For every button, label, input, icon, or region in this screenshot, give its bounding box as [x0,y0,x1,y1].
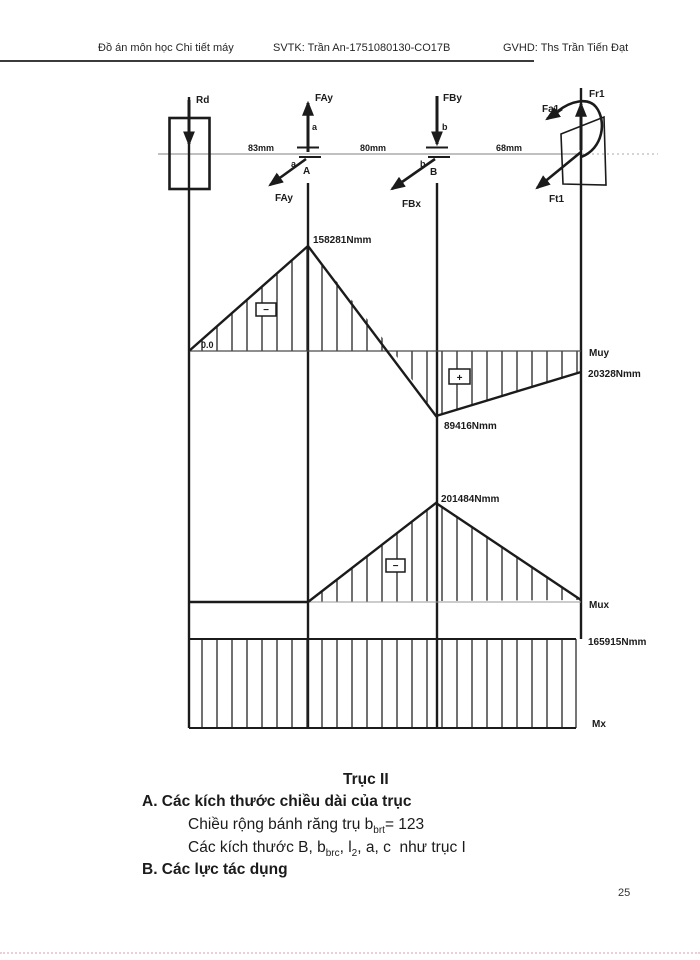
header-student: SVTK: Trần An-1751080130-CO17B [273,42,451,54]
dimensions-post: , a, c như trục I [357,839,466,856]
force-ft1-arrow [535,150,582,190]
muy-sign-plus-box [448,368,471,385]
section-b-heading: B. Các lực tác dụng [142,861,288,878]
point-B-label: B [430,167,437,178]
dimensions-mid: , l [339,839,352,856]
force-fbx-label: FBx [402,199,421,210]
mux-axis-label: Mux [589,600,609,611]
muy-hatch-negative [393,351,581,416]
header-course-title: Đồ án môn học Chi tiết máy [98,42,234,54]
dimension-68mm: 68mm [496,143,522,153]
muy-outline [188,244,582,418]
force-fa1-label: Fa1 [542,104,560,115]
mx-hatch [189,639,576,728]
mux-sign-minus: − [393,561,399,572]
force-fay-top-label: FAy [315,93,333,104]
force-fbx-arrow [390,157,436,191]
point-a-lower-label: a [291,159,297,169]
mux-sign-minus-box [385,558,406,573]
section-title: Trục II [343,771,389,788]
point-b-upper-label: b [442,122,448,132]
force-fby-label: FBy [443,93,462,104]
dimensions-pre: Các kích thước B, b [188,839,326,856]
page-number: 25 [618,887,631,899]
header-advisor: GVHD: Ths Trần Tiến Đạt [503,42,629,54]
force-fa1-arrow [545,106,563,121]
force-fay-reaction-label: FAy [275,193,293,204]
muy-sign-minus-box [255,302,277,317]
footer-dotted-line [0,952,700,954]
gear-width-pre: Chiều rộng bánh răng trụ b [188,816,374,833]
mx-value: 165915Nmm [588,637,646,648]
muy-hatch-positive [189,246,393,351]
point-a-upper-label: a [312,122,318,132]
section-a-heading: A. Các kích thước chiều dài của trục [142,793,412,810]
point-A-label: A [303,166,310,177]
dimension-80mm: 80mm [360,143,386,153]
gear-width-subscript: brt [373,825,385,837]
force-ft1-label: Ft1 [549,194,564,205]
mux-peak-value: 201484Nmm [441,494,499,505]
dimensions-subscript-1: brc [325,848,340,860]
mux-outline [307,501,582,603]
force-fr1-label: Fr1 [589,89,605,100]
gear-width-line: Chiều rộng bánh răng trụ bbrt= 123 [188,816,425,837]
muy-peak-value: 158281Nmm [313,235,371,246]
point-b-lower-label: b [420,159,426,169]
muy-zero-label: 0.0 [201,340,214,350]
muy-valley-value: 89416Nmm [444,421,497,432]
force-rd-label: Rd [196,95,209,106]
mux-hatch [308,503,581,602]
muy-axis-label: Muy [589,348,609,359]
muy-end-value: 20328Nmm [588,369,641,380]
moment-arc [557,99,604,159]
dimensions-line: Các kích thước B, bbrc, l2, a, c như trụ… [188,839,466,860]
dimension-83mm: 83mm [248,143,274,153]
muy-sign-plus: + [457,373,463,384]
header-rule [0,60,534,62]
gear-width-post: = 123 [384,816,425,833]
gear-face [560,115,607,186]
force-fay-reaction-arrow [268,157,307,187]
muy-sign-minus: − [263,305,269,316]
mx-axis-label: Mx [592,719,606,730]
dimensions-subscript-2: 2 [351,848,358,860]
